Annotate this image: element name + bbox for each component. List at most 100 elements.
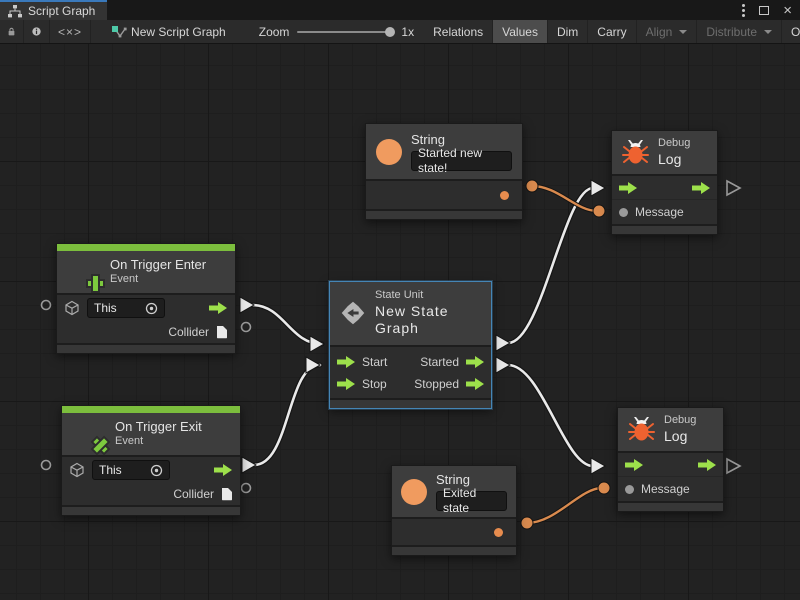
target-field[interactable]: This — [92, 460, 170, 480]
node-title: Log — [664, 427, 688, 444]
flow-out-port[interactable] — [692, 181, 710, 194]
overview-button[interactable]: Overview — [782, 20, 800, 43]
event-icon — [72, 417, 109, 454]
flow-out-port[interactable] — [208, 302, 228, 314]
string-output-row — [392, 519, 516, 545]
zoom-value: 1x — [401, 24, 415, 39]
target-row: This — [62, 457, 240, 483]
node-subtitle: Debug — [664, 414, 697, 426]
collider-value-icon[interactable] — [221, 487, 233, 501]
flow-out-port[interactable] — [698, 458, 716, 471]
collider-row: Collider — [57, 321, 235, 343]
unconnected-port-markers[interactable] — [40, 179, 742, 494]
target-picker-icon[interactable] — [150, 464, 163, 477]
collider-row: Collider — [62, 483, 240, 505]
wire-arrowheads — [239, 179, 607, 475]
state-unit-icon — [341, 302, 365, 325]
event-accent-bar — [62, 406, 240, 413]
toggle-relations[interactable]: Relations — [424, 20, 494, 43]
node-subtitle: Debug — [658, 137, 691, 149]
node-on-trigger-exit[interactable]: On Trigger Exit Event This Collider — [61, 405, 241, 516]
stop-row: Stop Stopped — [330, 373, 491, 395]
node-title: String — [411, 132, 445, 147]
toggle-values[interactable]: Values — [493, 20, 548, 43]
string-output-port[interactable] — [494, 527, 503, 537]
collider-label: Collider — [168, 325, 209, 339]
bug-icon — [628, 417, 655, 441]
flow-in-port[interactable] — [625, 458, 643, 471]
graph-toolbar: <×> New Script Graph Zoom 1x Relations V… — [0, 20, 800, 44]
kebab-menu-icon[interactable] — [742, 8, 746, 12]
stop-in-port[interactable] — [337, 377, 355, 390]
flow-out-port[interactable] — [213, 464, 233, 476]
message-row: Message — [612, 199, 717, 224]
node-subtitle: Event — [115, 435, 144, 448]
graph-name-button[interactable]: New Script Graph — [91, 20, 235, 43]
zoom-slider-handle[interactable] — [385, 26, 396, 37]
event-icon — [67, 255, 104, 292]
window-controls: × — [742, 0, 800, 20]
node-subtitle: Event — [110, 273, 139, 286]
node-footer — [618, 501, 723, 512]
collider-label: Collider — [173, 487, 214, 501]
stop-label: Stop — [362, 376, 387, 391]
code-icon: <×> — [58, 24, 83, 39]
started-out-port[interactable] — [466, 355, 484, 368]
start-in-port[interactable] — [337, 355, 355, 368]
tab-script-graph[interactable]: Script Graph — [0, 0, 108, 20]
string-type-icon — [401, 478, 427, 505]
string-value-input[interactable]: Exited state — [436, 486, 507, 515]
node-footer — [62, 505, 240, 515]
graph-name-label: New Script Graph — [131, 24, 226, 39]
node-string-bottom[interactable]: String Exited state — [391, 465, 517, 557]
code-view-button[interactable]: <×> — [50, 20, 92, 43]
string-output-port[interactable] — [500, 190, 509, 200]
lock-button[interactable] — [0, 20, 24, 43]
collider-value-icon[interactable] — [216, 325, 228, 339]
node-on-trigger-enter[interactable]: On Trigger Enter Event This Collide — [56, 243, 236, 354]
node-title: New State Graph — [374, 302, 449, 337]
node-title: On Trigger Enter — [110, 257, 207, 272]
node-footer — [366, 209, 522, 220]
stopped-out-port[interactable] — [466, 377, 484, 390]
chevron-down-icon — [679, 29, 688, 34]
node-string-top[interactable]: String Started new state! — [365, 123, 523, 221]
zoom-slider[interactable] — [297, 26, 396, 37]
flow-in-port[interactable] — [619, 181, 637, 194]
flow-row — [618, 453, 723, 476]
gameobject-cube-icon — [70, 462, 84, 478]
message-input-port[interactable] — [625, 484, 634, 494]
node-state-unit[interactable]: State Unit New State Graph Start Started… — [329, 281, 492, 409]
node-title: Log — [658, 150, 682, 167]
toggle-carry[interactable]: Carry — [588, 20, 637, 43]
plus-icon — [87, 275, 104, 292]
info-button[interactable] — [24, 20, 50, 43]
message-label: Message — [641, 482, 690, 497]
script-graph-icon — [112, 25, 127, 37]
string-value-input[interactable]: Started new state! — [411, 146, 512, 175]
align-dropdown[interactable]: Align — [637, 20, 698, 43]
graph-canvas[interactable]: String Started new state! — [0, 44, 800, 600]
target-field[interactable]: This — [87, 298, 165, 318]
maximize-icon[interactable] — [759, 5, 770, 15]
toggle-dim[interactable]: Dim — [548, 20, 589, 43]
message-label: Message — [635, 205, 684, 220]
message-input-port[interactable] — [619, 207, 628, 217]
node-debug-log-top[interactable]: Debug Log Message — [611, 130, 718, 236]
value-wires[interactable] — [526, 184, 603, 525]
flow-row — [612, 176, 717, 199]
distribute-dropdown[interactable]: Distribute — [697, 20, 782, 43]
close-icon[interactable]: × — [783, 1, 792, 19]
zoom-control: Zoom 1x — [235, 20, 424, 43]
stopped-label: Stopped — [414, 376, 459, 391]
cross-icon — [92, 437, 109, 454]
tab-title: Script Graph — [28, 4, 96, 18]
event-accent-bar — [57, 244, 235, 251]
node-debug-log-bottom[interactable]: Debug Log Message — [617, 407, 724, 513]
target-row: This — [57, 295, 235, 321]
start-row: Start Started — [330, 351, 491, 373]
string-type-icon — [376, 138, 402, 165]
target-picker-icon[interactable] — [145, 302, 158, 315]
lock-icon — [8, 27, 15, 36]
node-footer — [330, 397, 491, 408]
